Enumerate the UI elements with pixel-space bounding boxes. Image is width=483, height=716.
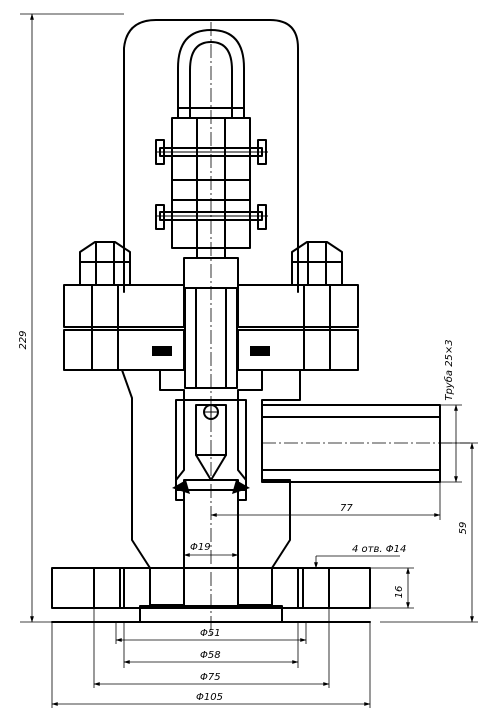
- gland-assembly: [155, 117, 268, 259]
- dim-bore-label: Φ19: [190, 542, 211, 553]
- dim-59-label: 59: [458, 522, 469, 535]
- outlet-pipe: [261, 404, 470, 483]
- dimension-77: 77: [210, 482, 441, 520]
- dimension-pipe-diameter: Труба 25×3: [440, 339, 462, 483]
- holes-note: 4 отв. Φ14: [314, 544, 406, 569]
- dim-16-label: 16: [394, 586, 405, 599]
- dimension-diameters: Φ51 Φ58 Φ75 Φ105: [51, 608, 371, 708]
- valve-stem: [183, 257, 239, 389]
- dim-75-label: Φ75: [200, 672, 221, 683]
- pipe-note-label: Труба 25×3: [443, 339, 455, 400]
- dim-51-label: Φ51: [200, 628, 221, 639]
- dimension-bore: Φ19: [183, 542, 239, 557]
- dim-58-label: Φ58: [200, 650, 221, 661]
- dimension-16: 16: [370, 567, 414, 609]
- dim-77-label: 77: [340, 503, 353, 514]
- dimension-229: 229: [18, 13, 124, 623]
- holes-note-label: 4 отв. Φ14: [352, 544, 406, 555]
- bonnet-flange: [63, 241, 359, 371]
- dim-105-label: Φ105: [196, 692, 223, 703]
- dim-229-label: 229: [18, 330, 29, 349]
- cover-housing: [123, 19, 299, 293]
- dimension-59: 59: [380, 442, 478, 623]
